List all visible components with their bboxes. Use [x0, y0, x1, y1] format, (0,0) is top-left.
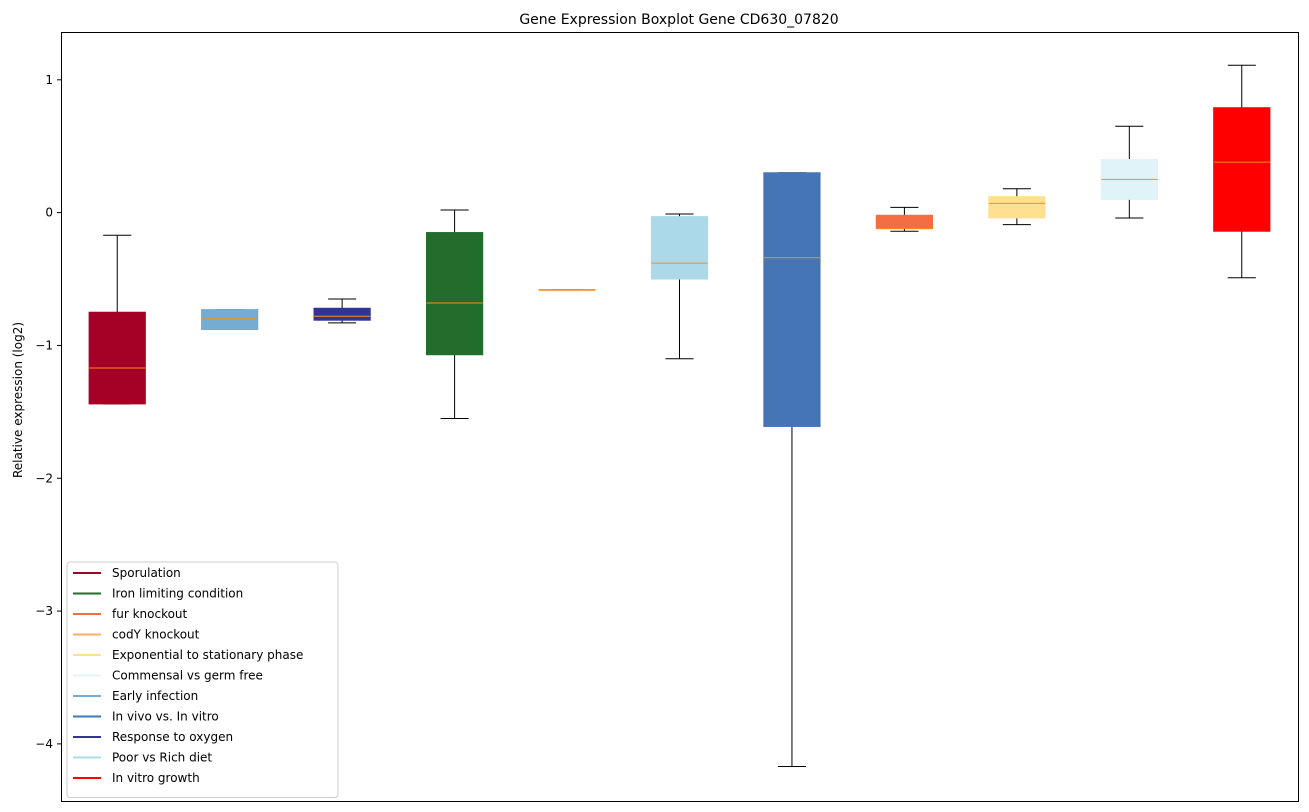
box-group: [538, 289, 596, 292]
y-tick-label: −3: [35, 604, 53, 618]
box-rect: [1213, 107, 1271, 232]
boxes: [88, 64, 1271, 767]
legend-label: fur knockout: [112, 607, 188, 621]
y-tick-label: −4: [35, 737, 53, 751]
box-group: [650, 213, 709, 360]
box-rect: [425, 232, 484, 356]
y-tick-label: −2: [35, 471, 53, 485]
legend-label: Early infection: [112, 689, 198, 703]
box-rect: [313, 307, 371, 321]
legend-label: In vitro growth: [112, 771, 200, 785]
legend-label: Exponential to stationary phase: [112, 648, 303, 662]
box-rect: [201, 309, 259, 331]
legend-label: codY knockout: [112, 628, 200, 642]
y-tick-label: 1: [45, 73, 53, 87]
legend-label: Sporulation: [112, 566, 181, 580]
box-group: [425, 209, 484, 419]
y-axis-ticks: 1 0 −1 −2 −3 −4: [35, 73, 61, 751]
box-group: [313, 298, 371, 324]
box-rect: [988, 196, 1046, 219]
box-group: [763, 172, 821, 767]
box-group: [201, 309, 259, 331]
box-group: [988, 188, 1046, 226]
y-tick-label: 0: [45, 206, 53, 220]
box-rect: [875, 214, 934, 230]
box-rect: [763, 172, 821, 427]
y-axis-label: Relative expression (log2): [11, 322, 25, 478]
box-group: [1100, 125, 1158, 219]
y-tick-label: −1: [35, 338, 53, 352]
legend-label: Poor vs Rich diet: [112, 751, 212, 765]
box-rect: [650, 216, 709, 280]
legend-label: Iron limiting condition: [112, 587, 243, 601]
box-group: [88, 234, 146, 405]
legend-label: In vivo vs. In vitro: [112, 710, 219, 724]
box-rect: [88, 311, 146, 405]
box-group: [1213, 64, 1271, 279]
plot-frame: [61, 32, 1299, 802]
legend-label: Commensal vs germ free: [112, 669, 263, 683]
legend-frame: [66, 561, 339, 798]
legend-label: Response to oxygen: [112, 730, 233, 744]
chart-title: Gene Expression Boxplot Gene CD630_07820: [519, 12, 838, 28]
box-group: [875, 206, 934, 232]
